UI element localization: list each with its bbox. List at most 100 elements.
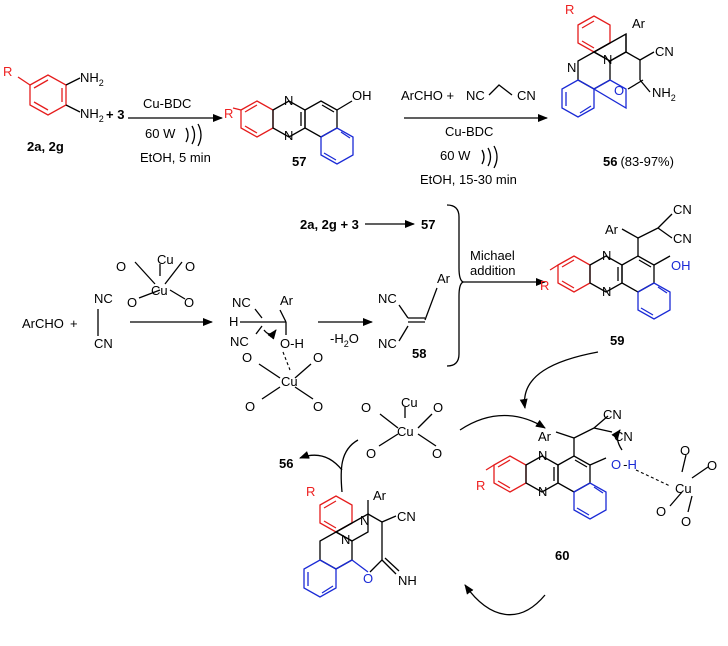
r-label-60: R: [476, 478, 485, 493]
arrow-cu-to-60: [459, 414, 546, 431]
oh-label-60: O-H: [611, 457, 637, 472]
cn-label-imine: CN: [397, 509, 416, 524]
cn-label-mech: CN: [94, 336, 113, 351]
o-label-cl3: O: [366, 446, 376, 461]
o-label-c60-2: O: [707, 458, 717, 473]
cn-label-59-top: CN: [673, 202, 692, 217]
compound-56-label: 56(83-97%): [603, 154, 674, 169]
cond1-power: 60 W: [145, 126, 176, 141]
o-label-c60-1: O: [680, 443, 690, 458]
compound-58-bonds: [398, 287, 438, 342]
cu-label-lower: Cu: [397, 424, 414, 439]
compound-2a-2g-label: 2a, 2g: [27, 139, 64, 154]
ar-label-56: Ar: [632, 16, 646, 31]
o-label-cl2: O: [433, 400, 443, 415]
h-label-complex: H: [229, 314, 238, 329]
cu-label-complex: Cu: [281, 374, 298, 389]
compound-56-structure: [561, 15, 655, 118]
o-label-cu2: O: [185, 259, 195, 274]
nh2-label-bottom: NH2: [80, 106, 104, 124]
nh2-label-top: NH2: [80, 70, 104, 88]
compound-57-label: 57: [292, 154, 306, 169]
nc-label-row1: NC: [466, 88, 485, 103]
oh-label-complex: O-H: [280, 336, 304, 351]
nc-label-complex-bottom: NC: [230, 334, 249, 349]
r-label-59: R: [540, 278, 549, 293]
ar-label-60: Ar: [538, 429, 552, 444]
cond2-time: EtOH, 15-30 min: [420, 172, 517, 187]
nc-label-58-bottom: NC: [378, 336, 397, 351]
michael-label-1: Michael: [470, 248, 515, 263]
compound-60-label: 60: [555, 548, 569, 563]
o-label-cu1: O: [116, 259, 126, 274]
cn-label-59-bottom: CN: [673, 231, 692, 246]
arrow-to-56: [299, 451, 343, 471]
compound-57-structure: [232, 100, 354, 165]
nc-label-mech: NC: [94, 291, 113, 306]
o-label-cx3: O: [245, 399, 255, 414]
arrow-59-to-60: [519, 351, 599, 409]
o-label-imine: O: [363, 571, 373, 586]
o-label-56: O: [614, 83, 624, 98]
cu-label-upper: Cu: [151, 283, 168, 298]
n-label-56-top: N: [603, 52, 612, 67]
microwave-icon-2: [481, 145, 498, 169]
archo-label-mech: ArCHO: [22, 316, 64, 331]
o-label-cu3: O: [127, 295, 137, 310]
o-label-c60-4: O: [681, 514, 691, 529]
imine-product-structure: [303, 495, 400, 598]
n-label-57-top: N: [284, 93, 293, 108]
minus-water-label: -H2O: [330, 331, 359, 349]
cond2-catalyst: Cu-BDC: [445, 124, 493, 139]
n-label-imine-top: N: [360, 513, 369, 528]
compound-57-mech-label: 57: [421, 217, 435, 232]
plus-3-label: + 3: [106, 107, 124, 122]
plus-label-mech: +: [70, 316, 78, 331]
o-label-cu4: O: [184, 295, 194, 310]
cond1-time: EtOH, 5 min: [140, 150, 211, 165]
n-label-59-top: N: [602, 248, 611, 263]
r-label-imine: R: [306, 484, 315, 499]
nh2-label-56: NH2: [652, 85, 676, 103]
michael-label-2: addition: [470, 263, 516, 278]
compound-56-cycle-label: 56: [279, 456, 293, 471]
n-label-59-bottom: N: [602, 284, 611, 299]
complex-bonds: [240, 308, 314, 400]
cn-label-60-second: CN: [614, 429, 633, 444]
arrow-cycle-up: [340, 439, 359, 493]
cu-label-lower-top: Cu: [401, 395, 418, 410]
archo-plus-row1: ArCHO +: [401, 88, 454, 103]
n-label-60-bottom: N: [538, 484, 547, 499]
compound-58-label: 58: [412, 346, 426, 361]
o-label-c60-3: O: [656, 504, 666, 519]
compound-59-structure: [549, 213, 673, 320]
ar-label-58: Ar: [437, 271, 451, 286]
ar-label-59: Ar: [605, 222, 619, 237]
cu-label-upper-top: Cu: [157, 252, 174, 267]
n-label-imine-bottom: N: [341, 532, 350, 547]
ar-label-imine: Ar: [373, 488, 387, 503]
nh-label-imine: NH: [398, 573, 417, 588]
eq-2a-2g-plus-3: 2a, 2g + 3: [300, 217, 359, 232]
microwave-icon-1: [185, 123, 202, 147]
cn-label-60: CN: [603, 407, 622, 422]
oh-label-57: OH: [352, 88, 372, 103]
cu-label-60: Cu: [675, 481, 692, 496]
cn-label-row1: CN: [517, 88, 536, 103]
cond2-power: 60 W: [440, 148, 471, 163]
o-label-cx2: O: [313, 350, 323, 365]
nc-label-complex-top: NC: [232, 295, 251, 310]
ar-label-complex: Ar: [280, 293, 294, 308]
nc-label-58-top: NC: [378, 291, 397, 306]
cn-label-56: CN: [655, 44, 674, 59]
r-label-56: R: [565, 2, 574, 17]
o-label-cl1: O: [361, 400, 371, 415]
cu-catalyst-upper: [134, 261, 186, 300]
n-label-60-top: N: [538, 448, 547, 463]
oh-label-59: OH: [671, 258, 691, 273]
n-label-57-bottom: N: [284, 128, 293, 143]
r-label-57: R: [224, 106, 233, 121]
compound-60-structure: [485, 415, 709, 520]
